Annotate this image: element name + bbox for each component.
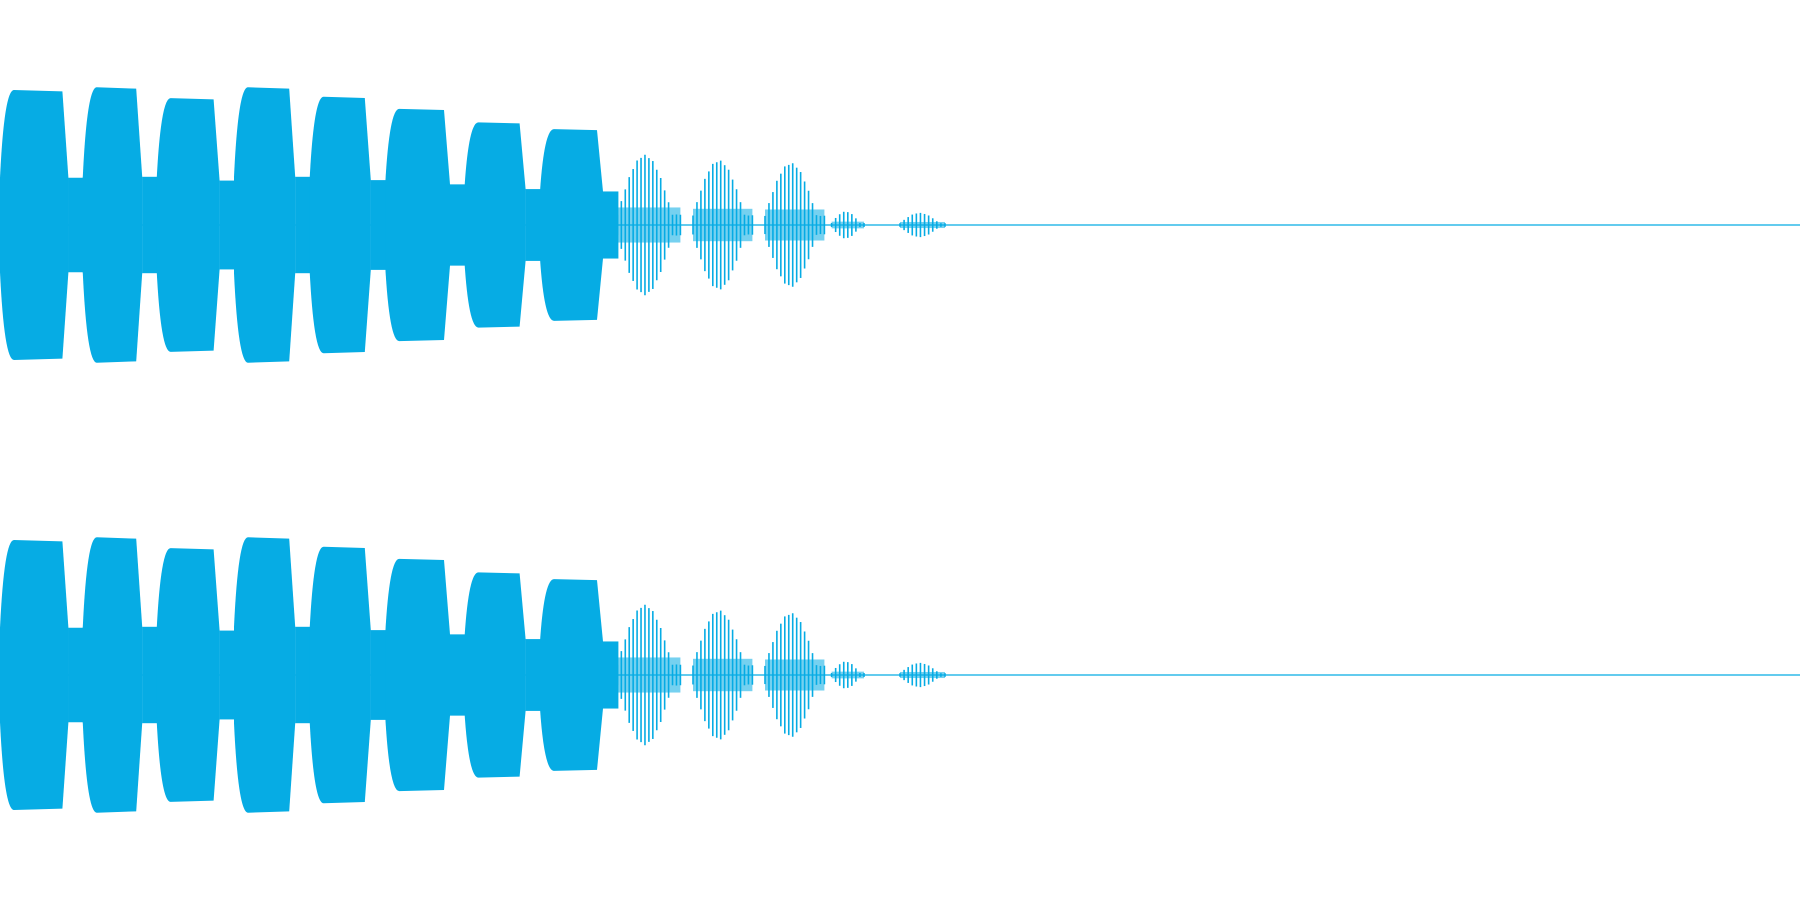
waveform-neck	[142, 176, 158, 274]
waveform-neck	[370, 180, 387, 270]
waveform-core	[540, 641, 603, 709]
waveform-band	[831, 671, 864, 679]
waveform-core	[540, 191, 603, 259]
waveform-neck	[68, 627, 84, 723]
waveform-core	[234, 176, 296, 274]
waveform-core	[385, 184, 450, 266]
waveform-neck	[450, 184, 466, 266]
waveform-neck	[219, 180, 235, 270]
waveform-neck	[68, 177, 84, 273]
waveform-core	[0, 177, 69, 273]
waveform-neck	[603, 191, 619, 259]
waveform-band	[617, 207, 681, 243]
waveform-band	[693, 658, 753, 692]
waveform-neck	[603, 641, 619, 709]
waveform-core	[0, 627, 69, 723]
waveform-core	[309, 180, 371, 270]
waveform-band	[900, 671, 945, 679]
channel-right-waveform	[0, 537, 1800, 813]
waveform-core	[234, 626, 296, 724]
waveform-core	[82, 176, 143, 274]
waveform-core	[82, 626, 143, 724]
waveform-band	[765, 209, 825, 241]
waveform-core	[464, 639, 526, 711]
waveform-band	[831, 221, 864, 229]
waveform-core	[309, 630, 371, 720]
waveform-core	[385, 634, 450, 716]
waveform-neck	[295, 626, 311, 724]
waveform-neck	[142, 626, 158, 724]
waveform-neck	[525, 639, 541, 711]
waveform-band	[765, 659, 825, 691]
waveform-neck	[295, 176, 311, 274]
waveform-band	[900, 221, 945, 229]
waveform-core	[156, 180, 220, 270]
channel-left-waveform	[0, 87, 1800, 363]
waveform-band	[693, 208, 753, 242]
waveform-core	[156, 630, 220, 720]
waveform-neck	[450, 634, 466, 716]
waveform-neck	[370, 630, 387, 720]
waveform-core	[464, 189, 526, 261]
waveform-band	[617, 657, 681, 693]
waveform-neck	[219, 630, 235, 720]
waveform-neck	[525, 189, 541, 261]
